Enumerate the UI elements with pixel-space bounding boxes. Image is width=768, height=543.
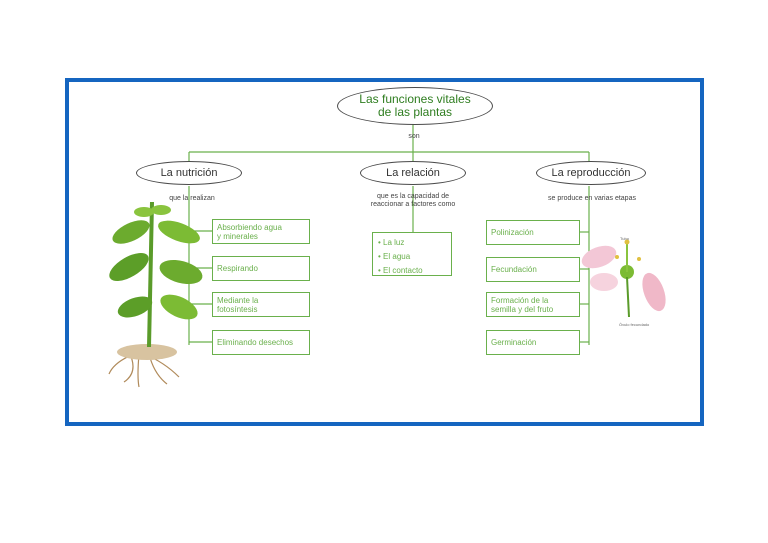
- plant-illustration: [108, 201, 203, 388]
- connector-reproduccion: se produce en varias etapas: [548, 195, 636, 202]
- connector-nutricion: que la realizan: [169, 195, 215, 202]
- nutricion-item: Respirando: [212, 256, 310, 281]
- main-title-oval: Las funciones vitales de las plantas: [337, 87, 493, 125]
- flower-illustration: [581, 239, 666, 318]
- nutricion-item: Absorbiendo agua y minerales: [212, 219, 310, 244]
- category-relacion: La relación: [360, 161, 466, 185]
- relacion-item: La luz: [378, 236, 446, 250]
- nutricion-item: Eliminando desechos: [212, 330, 310, 355]
- reproduccion-item: Fecundación: [486, 257, 580, 282]
- reproduccion-item: Germinación: [486, 330, 580, 355]
- connector-relacion: que es la capacidad de reaccionar a fact…: [370, 193, 456, 208]
- relacion-item: El agua: [378, 250, 446, 264]
- connector-lines: [108, 122, 666, 388]
- diagram-frame: Las funciones vitales de las plantas son…: [65, 78, 704, 426]
- flower-label-bottom: Óvulo fecundado: [619, 322, 650, 327]
- relacion-item: El contacto: [378, 264, 446, 278]
- relacion-list: La luz El agua El contacto: [372, 232, 452, 276]
- reproduccion-item: Polinización: [486, 220, 580, 245]
- category-reproduccion: La reproducción: [536, 161, 646, 185]
- category-nutricion: La nutrición: [136, 161, 242, 185]
- connector-son: son: [408, 133, 420, 140]
- reproduccion-item: Formación de la semilla y del fruto: [486, 292, 580, 317]
- flower-label-top: Tubo: [620, 236, 629, 241]
- nutricion-item: Mediante la fotosíntesis: [212, 292, 310, 317]
